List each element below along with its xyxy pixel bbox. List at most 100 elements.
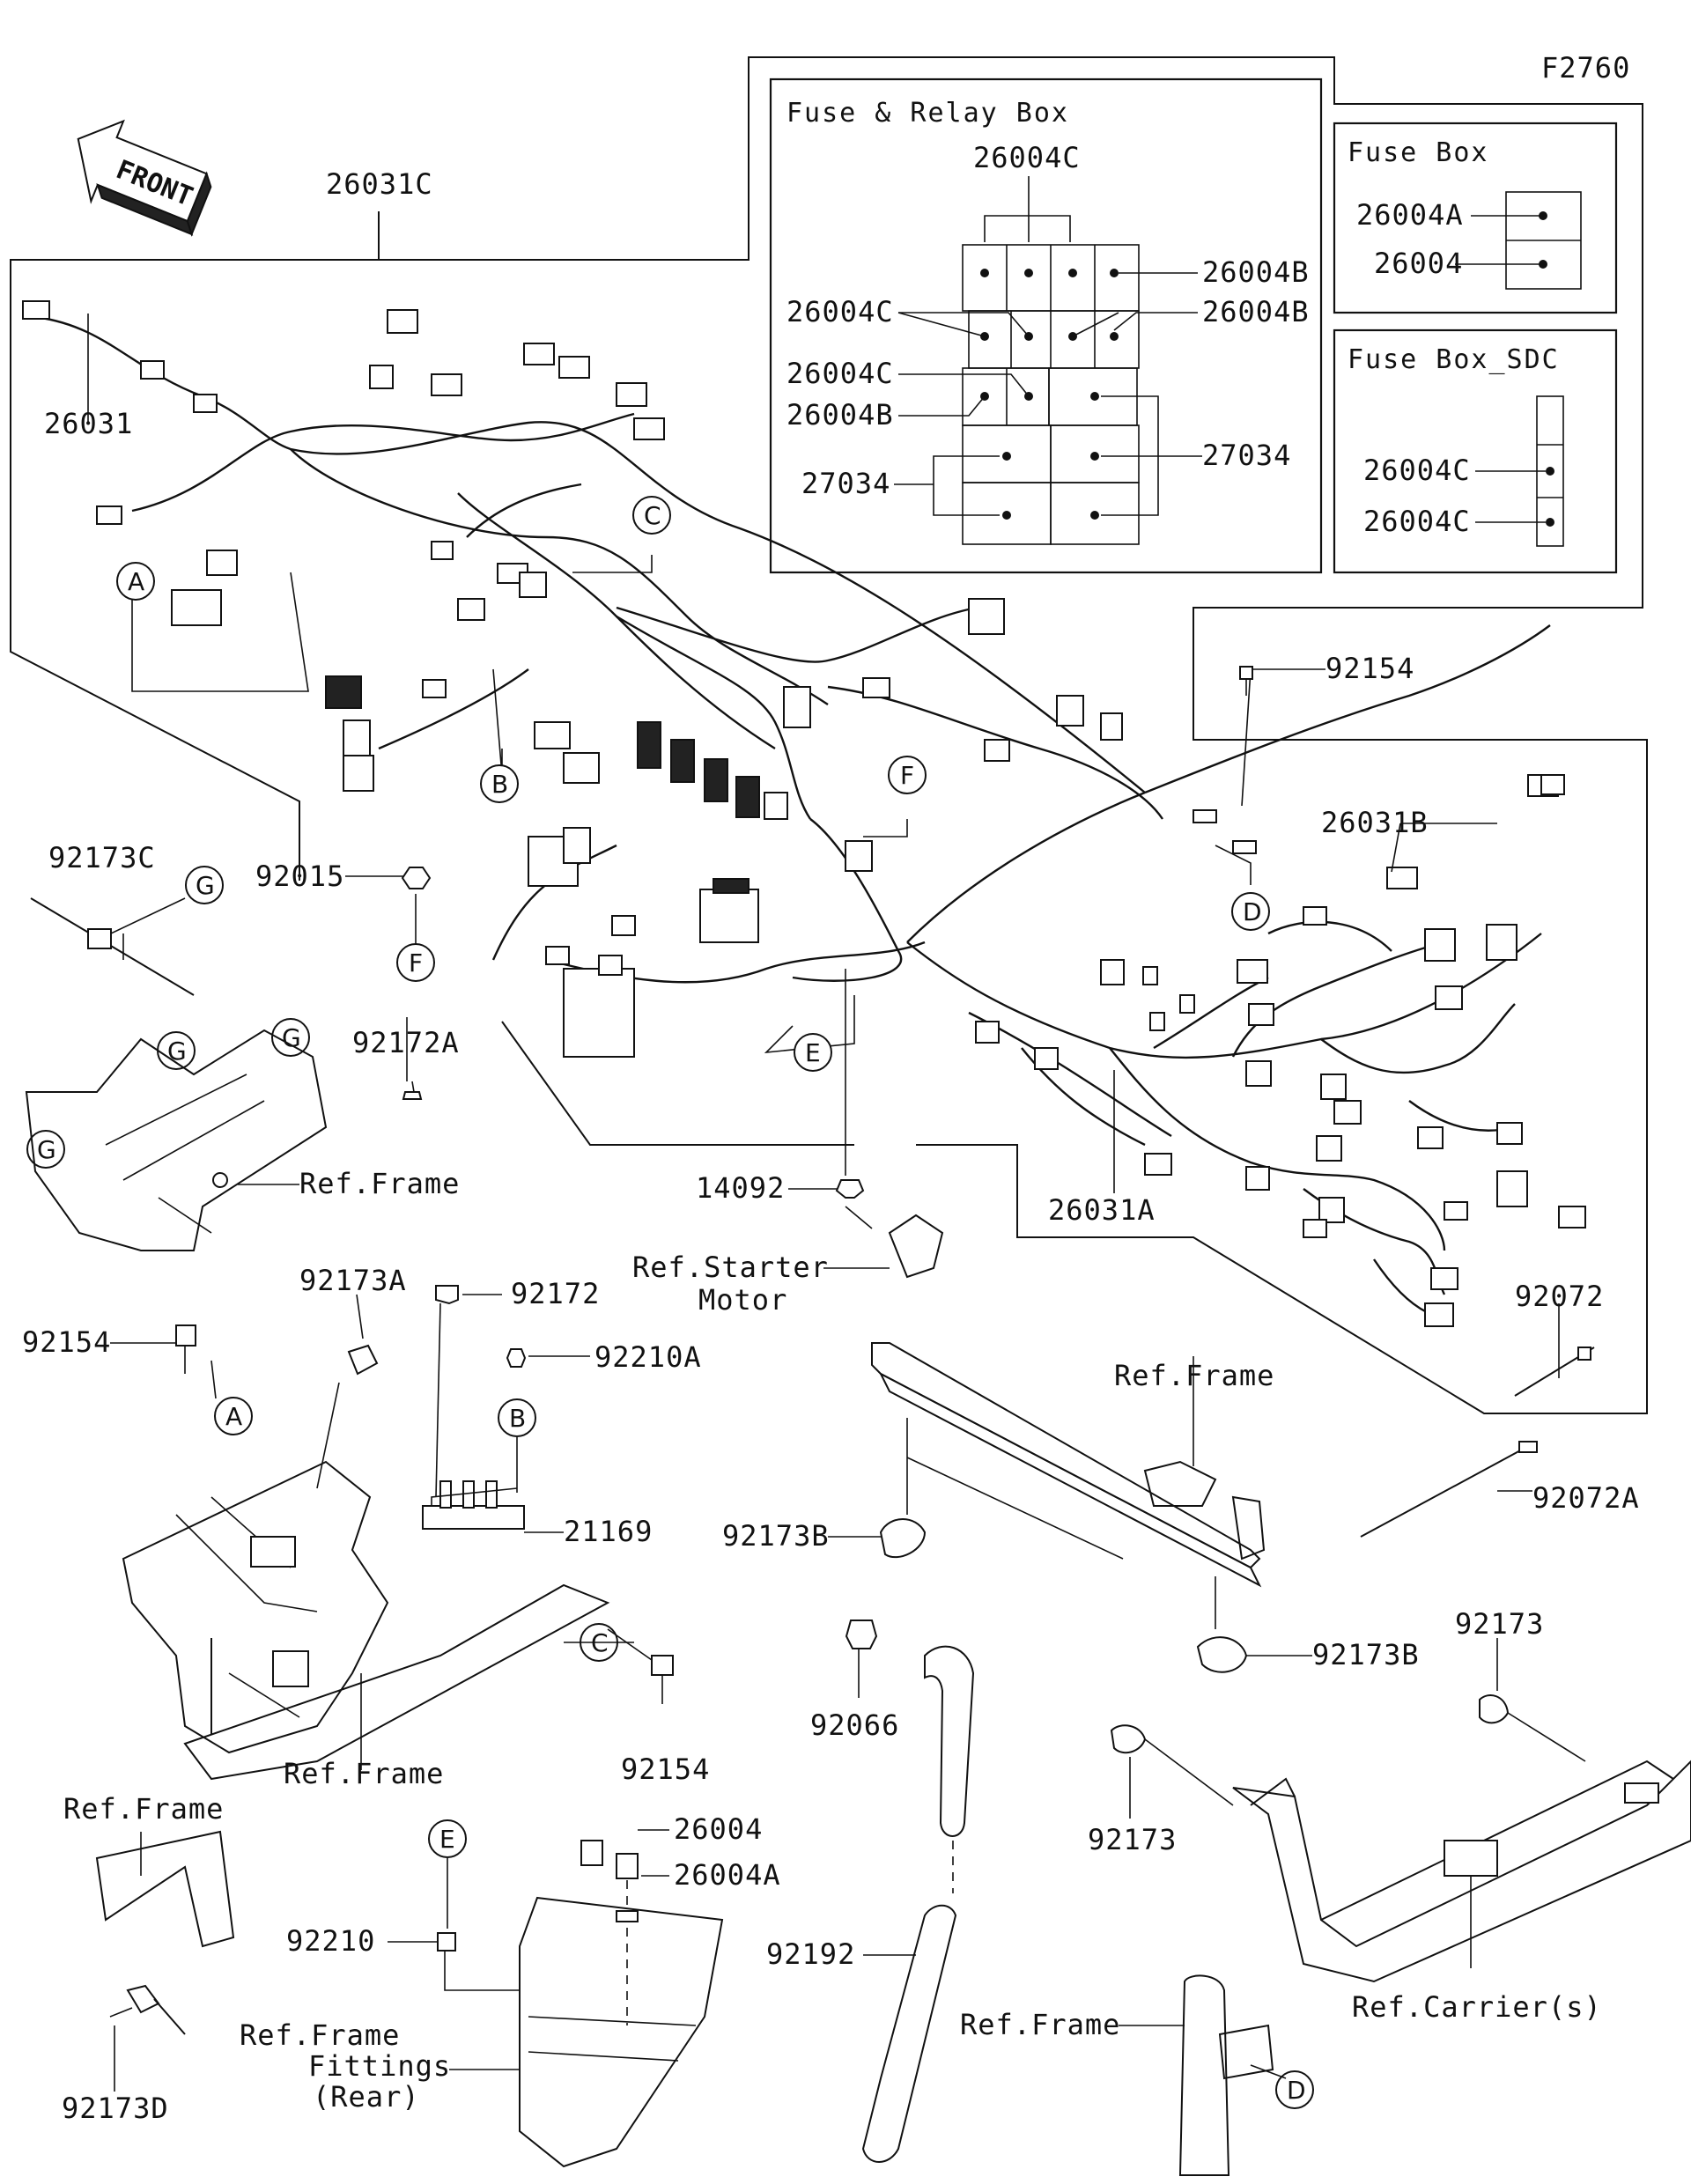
clamp-21169-icon [422, 1505, 525, 1530]
callout-b-lower: B [498, 1398, 536, 1437]
nut-92015-icon [401, 867, 432, 889]
bolt-92154-left-icon [175, 1324, 196, 1347]
ref-starter-line2: Motor [698, 1283, 787, 1317]
svg-text:F: F [409, 948, 423, 978]
label-26004B-3: 26004B [786, 398, 894, 432]
label-92173D: 92173D [62, 2092, 169, 2125]
fuse-relay-box-inset: Fuse & Relay Box 26004C 26004B 26004B [769, 77, 1323, 574]
label-21169: 21169 [564, 1515, 653, 1548]
callouts: A B C D E F F G G G G A B C E D [26, 496, 1314, 2109]
clamp-92173B-left-icon [879, 1518, 927, 1559]
clip-92173A-icon [347, 1344, 379, 1376]
label-92210A: 92210A [594, 1340, 702, 1374]
callout-g-3: G [271, 1018, 310, 1057]
ref-frame-3: Ref.Frame [1114, 1359, 1274, 1392]
svg-text:E: E [439, 1825, 455, 1854]
hose-92192-lower-icon [861, 1904, 957, 2163]
label-26004A-box: 26004A [1356, 198, 1464, 232]
callout-f-lower: F [396, 943, 435, 982]
label-26004C-top: 26004C [973, 141, 1081, 174]
label-92173B-left: 92173B [722, 1519, 830, 1553]
ref-carrier: Ref.Carrier(s) [1352, 1990, 1602, 2024]
label-92154-left: 92154 [22, 1325, 111, 1359]
ref-frame-4: Ref.Frame [63, 1792, 224, 1826]
label-26004C-3: 26004C [786, 357, 894, 390]
ref-frame-fittings-3: (Rear) [313, 2080, 420, 2114]
front-arrow-icon: FRONT [77, 119, 212, 237]
label-27034-left: 27034 [801, 467, 890, 500]
harness-outline [10, 56, 1648, 1414]
fuse-relay-box-title: Fuse & Relay Box [786, 98, 1069, 129]
svg-text:E: E [805, 1038, 821, 1067]
harness-connectors [22, 300, 1586, 1327]
frame-rail-middle: Ref.Frame [828, 1342, 1312, 1673]
label-92015: 92015 [255, 860, 344, 893]
label-92172A: 92172A [352, 1026, 460, 1059]
fuse-box-sdc-inset: Fuse Box_SDC 26004C 26004C [1333, 328, 1618, 574]
label-92154-bottom: 92154 [621, 1752, 710, 1786]
svg-text:G: G [37, 1135, 56, 1164]
label-92173B-right: 92173B [1312, 1638, 1420, 1671]
svg-text:B: B [509, 1404, 526, 1433]
fuse-box-inset: Fuse Box 26004A 26004 [1333, 122, 1618, 314]
clip-92173-right-icon [1479, 1694, 1510, 1724]
label-92192: 92192 [766, 1937, 855, 1971]
label-92210: 92210 [286, 1924, 375, 1958]
frame-fragment-upper-left: Ref.Frame [25, 1029, 459, 1251]
screw-92172-icon [435, 1285, 459, 1305]
label-26031B: 26031B [1321, 806, 1429, 839]
label-26004-box: 26004 [1374, 247, 1463, 280]
label-26031: 26031 [44, 407, 133, 440]
label-26004C-sdc-1: 26004C [1363, 454, 1471, 487]
figure-code: F2760 [1541, 51, 1630, 85]
grommet-14092-icon [835, 1179, 865, 1199]
ref-frame-fittings-1: Ref.Frame [240, 2018, 400, 2052]
label-92173-right: 92173 [1455, 1607, 1544, 1641]
label-26004B-1: 26004B [1202, 255, 1310, 289]
bolt-92154-top-icon [1239, 666, 1253, 680]
cap-92066-icon [845, 1620, 878, 1649]
svg-text:A: A [128, 567, 144, 596]
svg-text:C: C [644, 501, 661, 530]
label-14092: 14092 [696, 1171, 785, 1205]
label-26004C-sdc-2: 26004C [1363, 505, 1471, 538]
carrier-ref [1110, 1638, 1691, 1983]
callout-g-1: G [185, 866, 224, 904]
svg-text:G: G [282, 1023, 301, 1052]
callout-f-upper: F [888, 756, 927, 794]
fuse-box-sdc-title: Fuse Box_SDC [1348, 344, 1560, 375]
svg-text:B: B [491, 770, 508, 799]
ref-frame-fittings-2: Fittings [308, 2049, 451, 2083]
label-92154-top: 92154 [1325, 652, 1414, 685]
clamp-92173B-right-icon [1196, 1636, 1248, 1673]
hose-92192-upper-icon [924, 1645, 975, 1837]
svg-text:D: D [1243, 897, 1262, 926]
fuse-box-title: Fuse Box [1348, 137, 1489, 168]
label-26004C-2: 26004C [786, 295, 894, 328]
svg-text:F: F [900, 761, 914, 790]
label-26031A: 26031A [1048, 1193, 1156, 1227]
screw-92172A-icon [402, 1091, 423, 1100]
hose-assembly [845, 1620, 975, 2163]
frame-fittings-rear [388, 1829, 724, 2168]
frame-assembly-lower-left [110, 1285, 674, 1781]
label-27034-right: 27034 [1202, 439, 1291, 472]
svg-text:G: G [167, 1037, 187, 1066]
loose-parts-upper [30, 666, 1595, 1538]
bolt-92154-bottom-icon [651, 1655, 674, 1676]
callout-e-upper: E [794, 1033, 832, 1072]
frame-post-bottom [1119, 1974, 1287, 2176]
clamp-92173C-icon [30, 897, 195, 996]
label-92173A: 92173A [299, 1264, 407, 1297]
bracket-lower-left [95, 1830, 235, 2092]
callout-g-2: G [157, 1031, 196, 1070]
callout-a-upper: A [116, 562, 155, 601]
ref-frame-2: Ref.Frame [284, 1757, 444, 1790]
harness-leaders [87, 314, 1560, 1378]
clip-92210-icon [437, 1932, 456, 1952]
callout-g-4: G [26, 1130, 65, 1169]
label-92173C: 92173C [48, 841, 156, 874]
callout-a-lower: A [214, 1397, 253, 1435]
callout-b-upper: B [480, 764, 519, 803]
